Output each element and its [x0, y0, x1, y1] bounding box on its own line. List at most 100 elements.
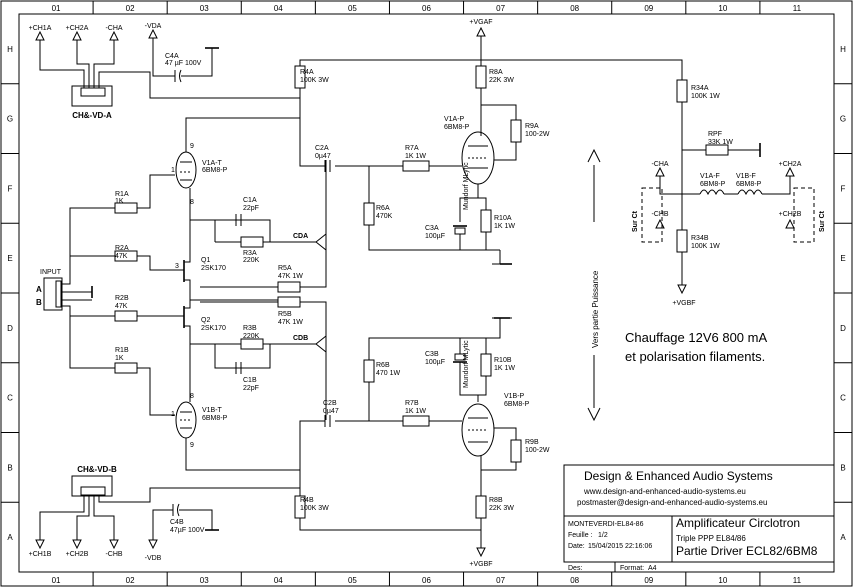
r10b-ref: R10B [494, 357, 512, 364]
svg-text:9: 9 [190, 442, 194, 449]
svg-text:8: 8 [190, 393, 194, 400]
rpf-value: 33K 1W [708, 139, 733, 146]
r9b-value: 100-2W [525, 447, 550, 454]
c1a-value: 22pF [243, 205, 259, 212]
column-label-top: 07 [496, 4, 505, 13]
v1bf-value: 6BM8-P [736, 181, 762, 188]
c2a-value: 0µ47 [315, 153, 331, 160]
vgbf-right-label: +VGBF [672, 300, 695, 307]
title-line-3: Partie Driver ECL82/6BM8 [676, 544, 818, 558]
c3b-note: Mundorf MLytic [463, 340, 470, 388]
r4b-ref: R4B [300, 497, 314, 504]
v1bf-ref: V1B-F [736, 173, 756, 180]
r8a-value: 22K 3W [489, 77, 514, 84]
row-label-right: F [841, 184, 846, 193]
q2-ref: Q2 [201, 317, 210, 324]
pin-ch2b-label: +CH2B [66, 551, 89, 558]
channel-b-driver: R6B 470 1W Mundorf MLytic C3B 100µF R10B… [294, 317, 550, 568]
r7b-value: 1K 1W [405, 408, 426, 415]
c3a-value: 100µF [425, 233, 445, 240]
row-label-right: C [840, 394, 846, 403]
svg-text:1: 1 [171, 167, 175, 174]
svg-text:9: 9 [190, 143, 194, 150]
r6a-ref: R6A [376, 205, 390, 212]
pin-chb-label: -CHB [105, 551, 122, 558]
heater-network: R34A 100K 1W RPF 33K 1W -CHA +CH2A V1A-F… [632, 79, 826, 307]
v1bt-value: 6BM8-P [202, 415, 228, 422]
row-label-left: C [7, 394, 13, 403]
r10a-ref: R10A [494, 215, 512, 222]
title-line-1: Amplificateur Circlotron [676, 516, 800, 530]
column-label-bottom: 09 [644, 576, 653, 585]
power-side-annotation: Vers partie Puissance [587, 148, 601, 422]
column-label-bottom: 04 [274, 576, 283, 585]
company-name: Design & Enhanced Audio Systems [584, 469, 773, 483]
c3b-ref: C3B [425, 351, 439, 358]
vgaf-label: +VGAF [469, 19, 492, 26]
channel-a-input-stage: R1A 1K R2A 47K 3 Q1 2SK170 C1A 22pF R3A … [114, 117, 327, 301]
format-value: A4 [648, 565, 657, 572]
r9b-ref: R9B [525, 439, 539, 446]
vdb-label: -VDB [145, 555, 162, 562]
r7a-value: 1K 1W [405, 153, 426, 160]
column-label-bottom: 05 [348, 576, 357, 585]
c1b-ref: C1B [243, 377, 257, 384]
channel-b-input-stage: R2B 47K R1B 1K Q2 2SK170 R5B 47K 1W R3B … [114, 295, 327, 471]
designer-label: Des: [568, 565, 582, 572]
connector-ch-vd-a: +CH1A +CH2A -CHA CH&-VD-A [29, 25, 300, 120]
r6b-ref: R6B [376, 362, 390, 369]
sur-ct-right-label: Sur Ct [819, 210, 826, 232]
r34a-ref: R34A [691, 85, 709, 92]
r8b-value: 22K 3W [489, 505, 514, 512]
r6b-value: 470 1W [376, 370, 401, 377]
row-label-right: A [840, 533, 846, 542]
r4b-value: 100K 3W [300, 505, 329, 512]
power-side-label: Vers partie Puissance [591, 270, 600, 348]
title-block: Design & Enhanced Audio Systems www.desi… [563, 464, 835, 572]
title-line-2: Triple PPP EL84/86 [676, 534, 746, 543]
v1bt-ref: V1B-T [202, 407, 223, 414]
r3a-value: 220K [243, 257, 260, 264]
ch2a-label: +CH2A [779, 161, 802, 168]
pin-ch2a-label: +CH2A [66, 25, 89, 32]
vgbf-bottom-label: +VGBF [469, 561, 492, 568]
r1b-value: 1K [115, 355, 124, 362]
column-label-bottom: 11 [793, 576, 802, 585]
c3b-value: 100µF [425, 359, 445, 366]
pin-ch1b-label: +CH1B [29, 551, 52, 558]
c4a-value: 47 µF 100V [165, 60, 202, 67]
row-label-right: H [840, 45, 846, 54]
column-label-top: 04 [274, 4, 283, 13]
r34a-value: 100K 1W [691, 93, 720, 100]
r6a-value: 470K [376, 213, 393, 220]
chb-label: -CHB [651, 211, 668, 218]
input-connector: INPUT A B [36, 207, 115, 369]
v1at-value: 6BM8-P [202, 167, 228, 174]
connector-ch-vd-b: CH&-VD-B +CH1B +CH2B -CHB [29, 465, 300, 558]
column-label-bottom: 03 [200, 576, 209, 585]
r5b-ref: R5B [278, 311, 292, 318]
sheet-label: Feuille : [568, 532, 593, 539]
c1b-value: 22pF [243, 385, 259, 392]
date-label: Date: [568, 543, 585, 550]
heating-line-2: et polarisation filaments. [625, 349, 765, 364]
pin-cha-label: -CHA [105, 25, 122, 32]
v1at-ref: V1A-T [202, 160, 223, 167]
column-label-top: 03 [200, 4, 209, 13]
column-label-bottom: 02 [126, 576, 135, 585]
c4a-ref: C4A [165, 53, 179, 60]
cdb-label: CDB [293, 335, 308, 342]
r9a-ref: R9A [525, 123, 539, 130]
column-label-top: 08 [570, 4, 579, 13]
column-label-top: 11 [793, 4, 802, 13]
c2a-ref: C2A [315, 145, 329, 152]
date-value: 15/04/2015 22:16:06 [588, 543, 652, 550]
v1af-ref: V1A-F [700, 173, 720, 180]
r5a-ref: R5A [278, 265, 292, 272]
column-label-top: 01 [52, 4, 61, 13]
r3a-ref: R3A [243, 250, 257, 257]
r5b-value: 47K 1W [278, 319, 303, 326]
r7a-ref: R7A [405, 145, 419, 152]
